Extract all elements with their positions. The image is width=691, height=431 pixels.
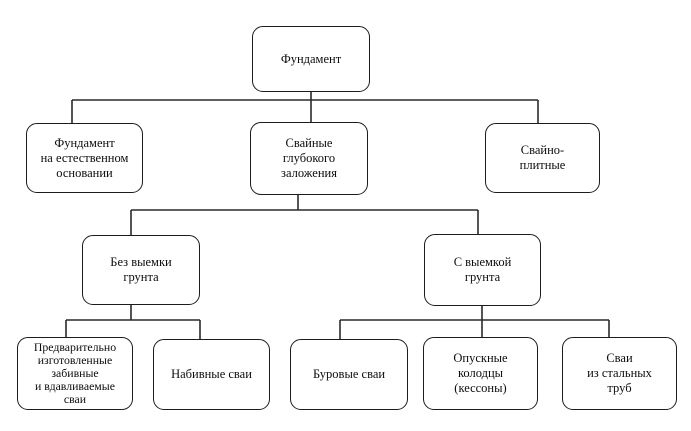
- node-pile-deep: Свайные глубокого заложения: [250, 122, 368, 195]
- node-no-excavation: Без выемки грунта: [82, 235, 200, 305]
- node-with-excavation: С выемкой грунта: [424, 234, 541, 306]
- node-cast-in-place: Набивные сваи: [153, 339, 270, 410]
- node-prefab-driven: Предварительно изготовленные забивные и …: [17, 337, 133, 410]
- node-bored: Буровые сваи: [290, 339, 408, 410]
- node-steel-pipe: Сваи из стальных труб: [562, 337, 677, 410]
- node-natural-base: Фундамент на естественном основании: [26, 123, 143, 193]
- node-fundament: Фундамент: [252, 26, 370, 92]
- node-sunk-wells: Опускные колодцы (кессоны): [423, 337, 538, 410]
- node-pile-slab: Свайно- плитные: [485, 123, 600, 193]
